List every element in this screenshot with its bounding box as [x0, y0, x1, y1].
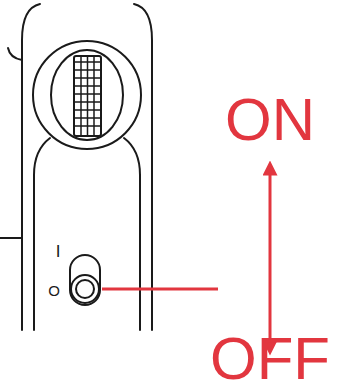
- off-symbol: O: [48, 283, 60, 298]
- side-line: [0, 237, 22, 239]
- dial-grip-ridges: [74, 56, 101, 136]
- housing-outline: [134, 4, 152, 330]
- off-label: OFF: [210, 329, 330, 389]
- direction-arrow: [269, 168, 272, 348]
- housing-outline: [22, 4, 40, 330]
- dial-grip: [74, 56, 101, 136]
- on-symbol: I: [56, 243, 61, 260]
- switch-knob-center: [76, 280, 94, 298]
- ridge: [80, 56, 82, 136]
- housing-edge: [8, 48, 22, 60]
- housing-inner-line: [34, 138, 50, 175]
- housing-inner-line: [33, 175, 35, 330]
- dial-ring: [33, 41, 141, 149]
- dial-face: [51, 50, 123, 140]
- switch-knob: [71, 275, 99, 303]
- housing-inner-line: [139, 175, 141, 330]
- housing-inner-line: [124, 138, 140, 175]
- ridge: [87, 56, 89, 136]
- on-label: ON: [225, 90, 315, 150]
- ridge: [93, 56, 95, 136]
- switch-slot: [70, 255, 100, 305]
- leader-line: [102, 288, 218, 291]
